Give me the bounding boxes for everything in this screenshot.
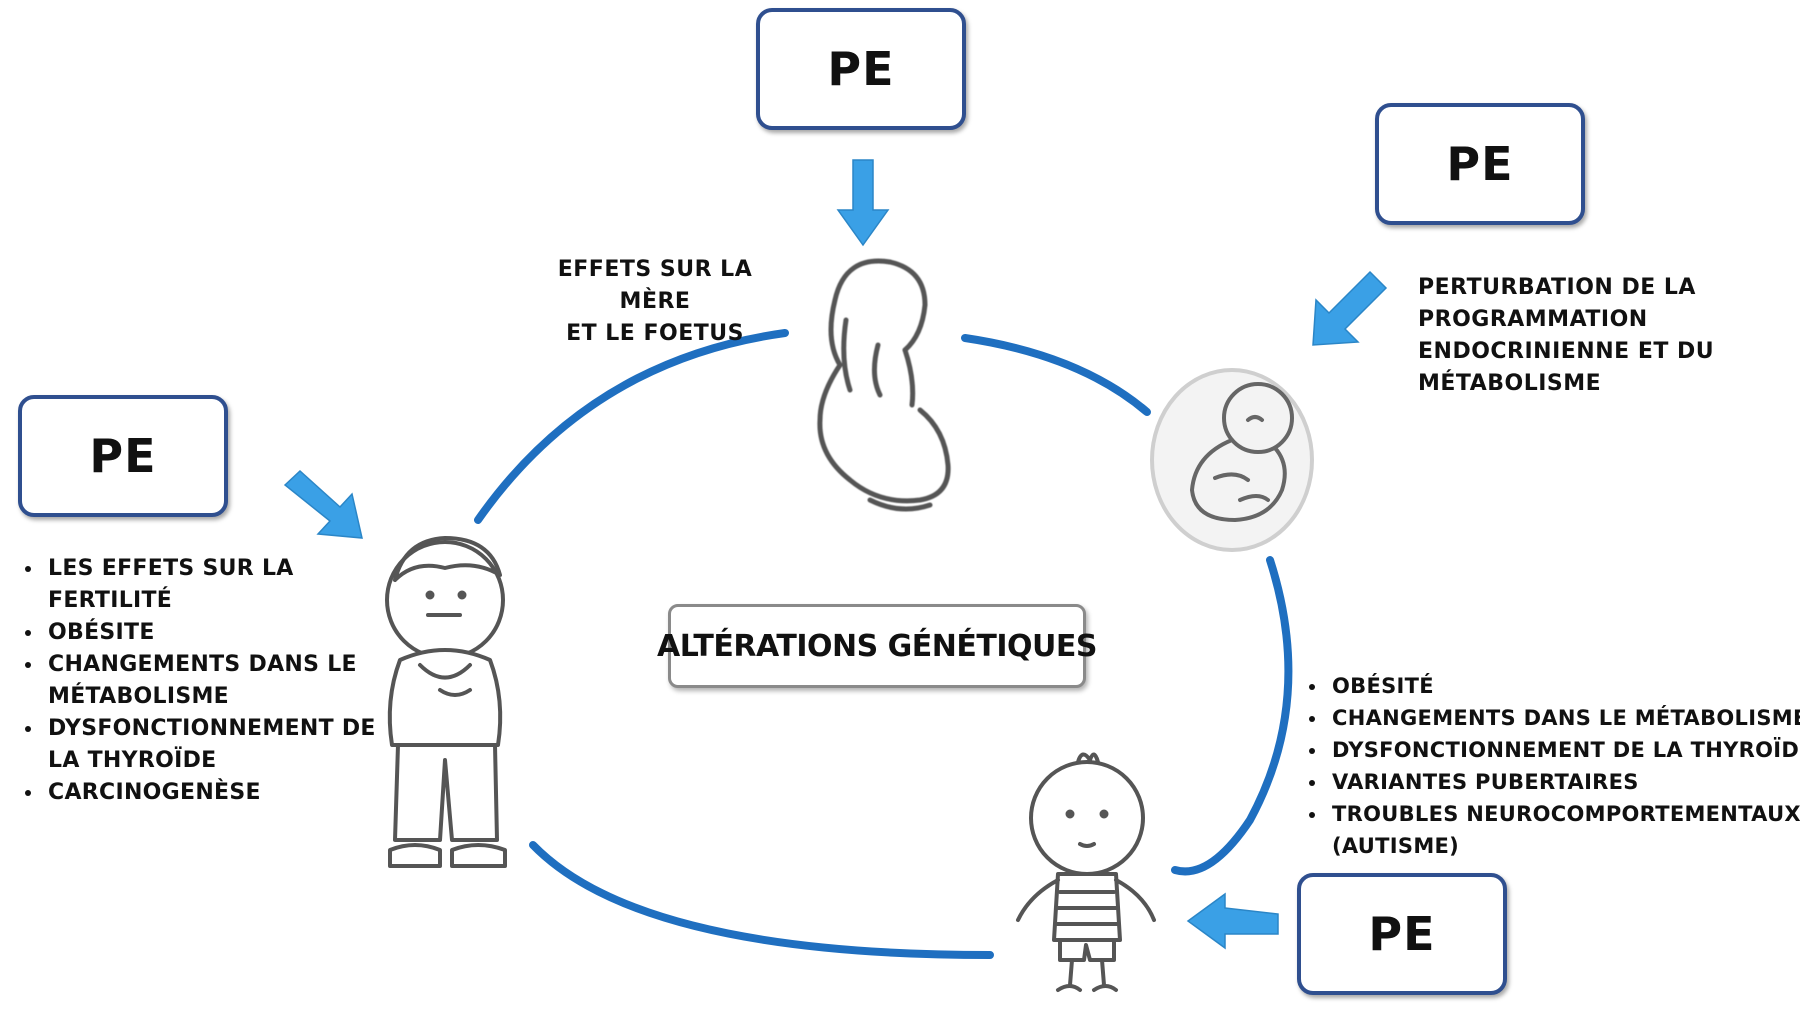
pe-box-bottom-right: PE (1297, 873, 1507, 995)
arrow-down-top (836, 159, 890, 247)
left-effect-item: OBÉSITE (44, 617, 394, 649)
right-effects-list: OBÉSITÉ CHANGEMENTS DANS LE MÉTABOLISME … (1296, 670, 1800, 862)
mother-effects-label: EFFETS SUR LA MÈRE ET LE FOETUS (520, 254, 790, 350)
right-effect-item: DYSFONCTIONNEMENT DE LA THYROÏDE (1328, 734, 1800, 766)
cycle-arc-right (1171, 556, 1293, 876)
fetus-label-line-3: ENDOCRINIENNE ET DU (1418, 339, 1715, 364)
left-effect-item: DYSFONCTIONNEMENT DE LA THYROÏDE (44, 713, 394, 777)
mother-effects-line-2: ET LE FOETUS (566, 321, 744, 346)
right-effect-item: VARIANTES PUBERTAIRES (1328, 766, 1800, 798)
right-effect-item: TROUBLES NEUROCOMPORTEMENTAUX (AUTISME) (1328, 798, 1800, 862)
fetus-programming-label: PERTURBATION DE LA PROGRAMMATION ENDOCRI… (1418, 272, 1758, 400)
arrow-left-to-boy (283, 469, 363, 539)
arrow-diagonal-top-right (1312, 270, 1388, 346)
cycle-arc-top-right (961, 334, 1151, 416)
cycle-arc-top-left (474, 329, 789, 524)
mother-effects-line-1: EFFETS SUR LA MÈRE (557, 257, 753, 314)
fetus-label-line-2: PROGRAMMATION (1418, 307, 1648, 332)
arrows (283, 159, 1388, 950)
fetus-icon (1150, 368, 1314, 552)
cycle-ring (474, 329, 1293, 959)
pe-box-top-right: PE (1375, 103, 1585, 225)
child-icon (1016, 752, 1156, 992)
genetic-alterations-box: ALTÉRATIONS GÉNÉTIQUES (657, 604, 1097, 688)
arrow-bottom-right-left (1186, 892, 1279, 950)
boy-icon (385, 536, 507, 868)
right-effect-item: CHANGEMENTS DANS LE MÉTABOLISME (1328, 702, 1800, 734)
cycle-arc-bottom (529, 841, 994, 959)
left-effects-list: LES EFFETS SUR LA FERTILITÉ OBÉSITE CHAN… (12, 553, 394, 809)
pe-box-left: PE (18, 395, 228, 517)
pe-box-top: PE (756, 8, 966, 130)
fetus-label-line-4: MÉTABOLISME (1418, 371, 1602, 396)
pregnant-woman-icon (817, 258, 951, 512)
right-effect-item: OBÉSITÉ (1328, 670, 1800, 702)
left-effect-item: LES EFFETS SUR LA FERTILITÉ (44, 553, 394, 617)
left-effect-item: CARCINOGENÈSE (44, 777, 394, 809)
left-effect-item: CHANGEMENTS DANS LE MÉTABOLISME (44, 649, 394, 713)
fetus-label-line-1: PERTURBATION DE LA (1418, 275, 1696, 300)
